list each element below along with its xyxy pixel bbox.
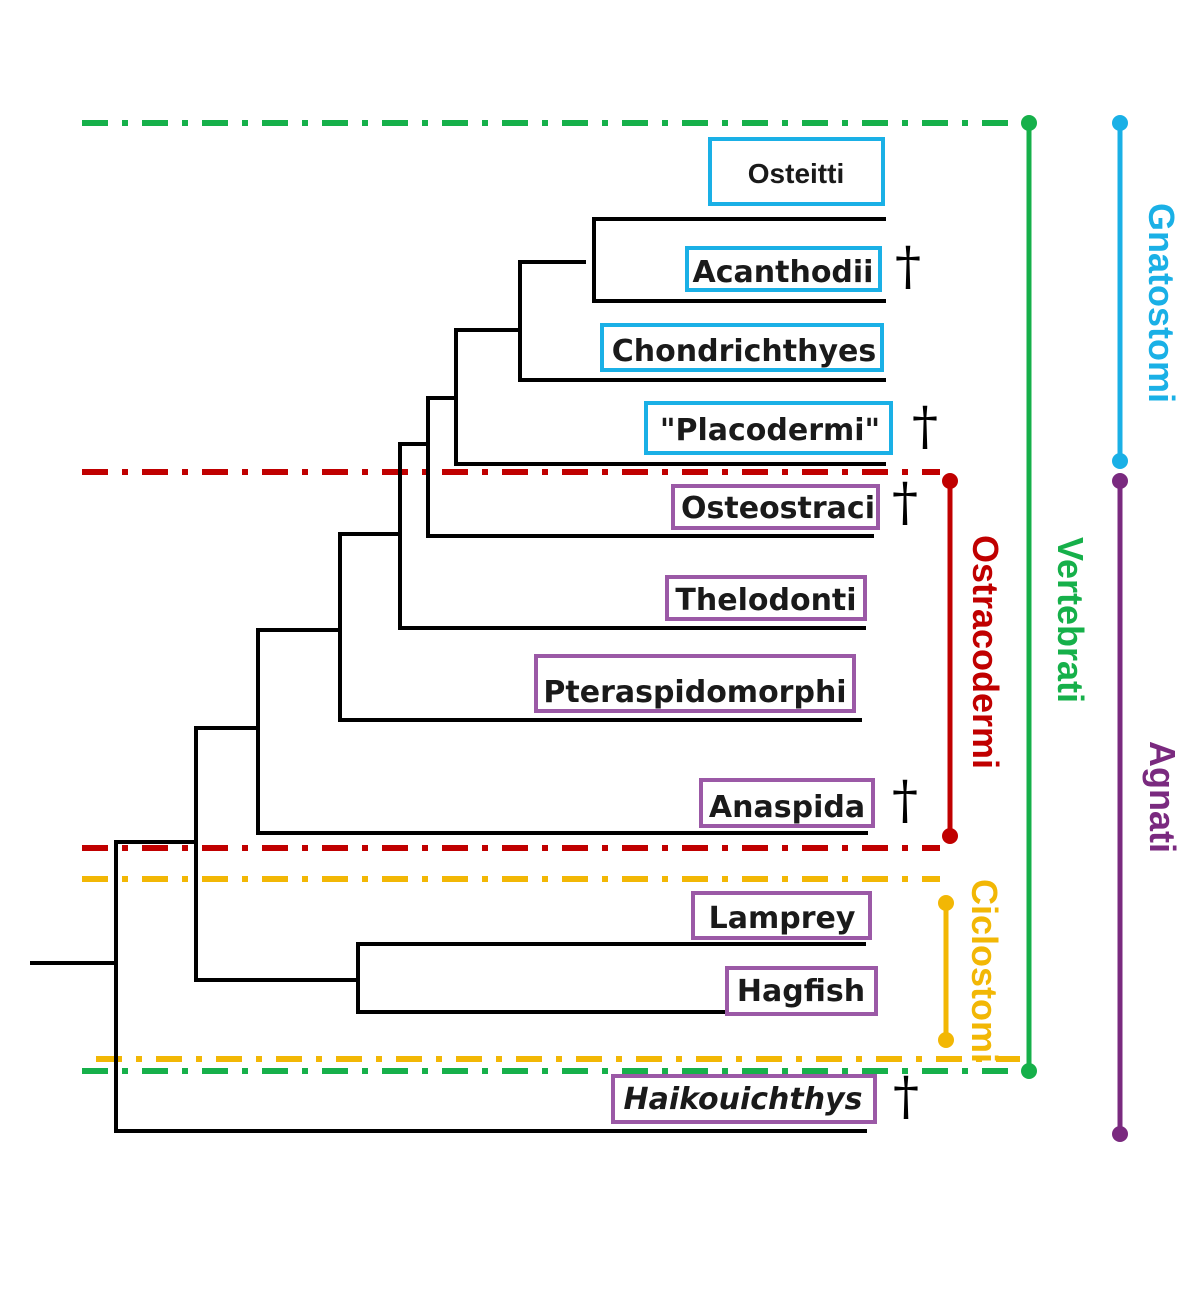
- anaspida-label: Anaspida: [709, 790, 865, 825]
- group-brackets: Vertebrati Gnatostomi Agnati Ostracoderm…: [938, 115, 1183, 1142]
- anaspida-box: [699, 778, 875, 828]
- hagfish-box: [725, 966, 878, 1016]
- taxon-labels: Osteitti Acanthodii † Chondrichthyes "Pl…: [534, 137, 938, 1127]
- taxon-pteraspidomorphi: Pteraspidomorphi: [534, 654, 856, 713]
- pteraspidomorphi-label: Pteraspidomorphi: [543, 675, 846, 710]
- acanthodii-box: [685, 246, 882, 292]
- taxon-osteitti: Osteitti: [708, 137, 885, 206]
- placodermi-label: "Placodermi": [660, 413, 880, 448]
- gnatostomi-bracket-bottom-dot: [1112, 453, 1128, 469]
- pteraspidomorphi-box: [534, 654, 856, 713]
- taxon-hagfish: Hagfish: [725, 966, 878, 1016]
- haikouichthys-label: Haikouichthys: [623, 1082, 862, 1117]
- agnati-bracket: Agnati: [1112, 473, 1183, 1142]
- gnatostomi-bracket-top-dot: [1112, 115, 1128, 131]
- gnatostomi-bracket: Gnatostomi: [1112, 115, 1182, 469]
- osteostraci-box: [671, 484, 880, 530]
- osteostraci-label: Osteostraci: [681, 491, 875, 526]
- boundary-lines: [82, 120, 1020, 1074]
- osteitti-label: Osteitti: [748, 158, 844, 189]
- ostracodermi-bracket-top-dot: [942, 473, 958, 489]
- acanthodii-extinct-dagger: †: [895, 237, 921, 297]
- placodermi-box: [644, 401, 893, 455]
- taxon-placodermi: "Placodermi" †: [644, 397, 938, 457]
- vertebrati-bracket: Vertebrati: [1021, 115, 1091, 1079]
- haikouichthys-extinct-dagger: †: [893, 1067, 919, 1127]
- taxon-thelodonti: Thelodonti: [665, 575, 867, 621]
- agnati-bracket-bottom-dot: [1112, 1126, 1128, 1142]
- ciclostomi-bracket-top-dot: [938, 895, 954, 911]
- taxon-haikouichthys: Haikouichthys †: [611, 1067, 919, 1127]
- tree-branches: [30, 217, 886, 1133]
- ciclostomi-bracket-bottom-dot: [938, 1032, 954, 1048]
- chondrichthyes-label: Chondrichthyes: [612, 334, 877, 369]
- osteostraci-extinct-dagger: †: [892, 473, 918, 533]
- vertebrati-label: Vertebrati: [1050, 537, 1091, 703]
- chondrichthyes-box: [600, 323, 884, 372]
- agnati-bracket-top-dot: [1112, 473, 1128, 489]
- taxon-lamprey: Lamprey: [691, 891, 872, 940]
- lamprey-box: [691, 891, 872, 940]
- osteitti-box: [708, 137, 885, 206]
- vertebrati-bracket-top-dot: [1021, 115, 1037, 131]
- thelodonti-box: [665, 575, 867, 621]
- hagfish-label: Hagfish: [737, 974, 865, 1009]
- ciclostomi-label: Ciclostomi: [964, 879, 1005, 1063]
- taxon-chondrichthyes: Chondrichthyes: [600, 323, 884, 372]
- ostracodermi-label: Ostracodermi: [965, 535, 1006, 769]
- acanthodii-label: Acanthodii: [693, 255, 874, 290]
- ostracodermi-bracket: Ostracodermi: [942, 473, 1006, 844]
- haikouichthys-box: [611, 1074, 877, 1124]
- agnati-label: Agnati: [1142, 741, 1183, 853]
- anaspida-extinct-dagger: †: [892, 771, 918, 831]
- ciclostomi-bracket: Ciclostomi: [938, 879, 1005, 1063]
- taxon-osteostraci: Osteostraci †: [671, 473, 918, 533]
- ostracodermi-bracket-bottom-dot: [942, 828, 958, 844]
- vertebrati-bracket-bottom-dot: [1021, 1063, 1037, 1079]
- gnatostomi-label: Gnatostomi: [1141, 203, 1182, 403]
- lamprey-label: Lamprey: [709, 901, 856, 936]
- thelodonti-label: Thelodonti: [675, 583, 856, 618]
- taxon-anaspida: Anaspida †: [699, 771, 918, 831]
- placodermi-extinct-dagger: †: [912, 397, 938, 457]
- taxon-acanthodii: Acanthodii †: [685, 237, 921, 297]
